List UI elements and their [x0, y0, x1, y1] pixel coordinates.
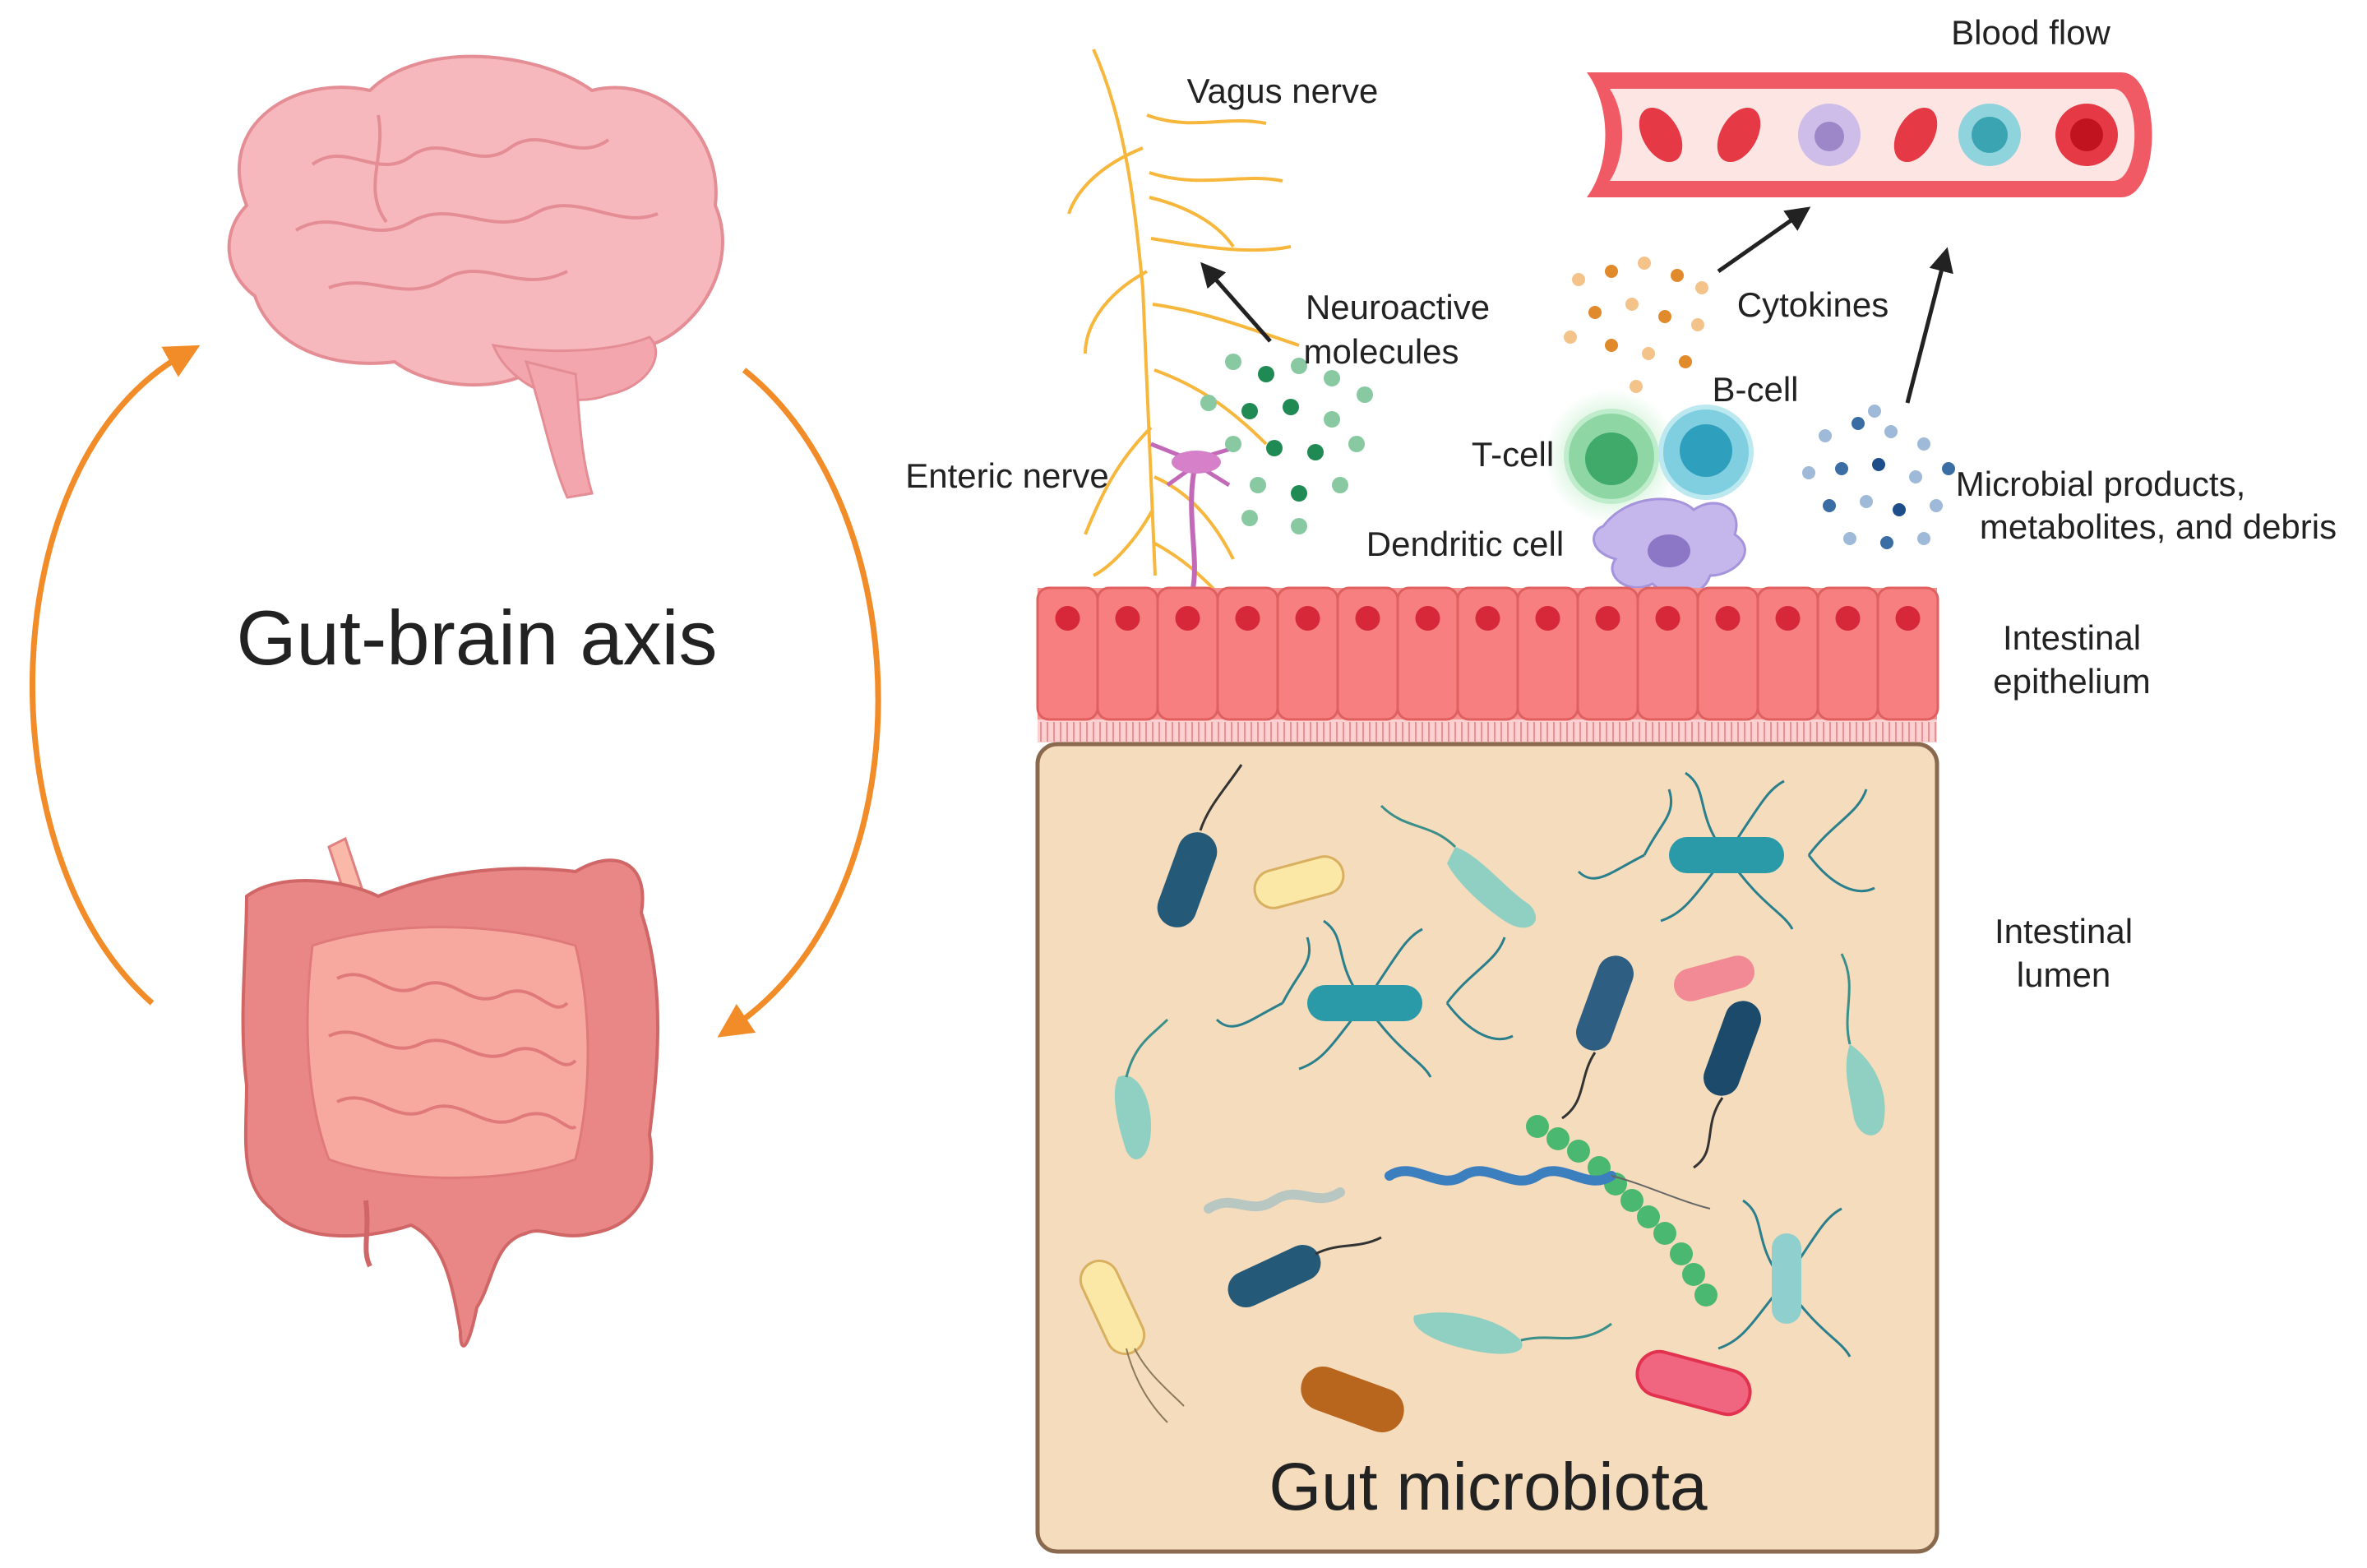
epithelial-cell-nucleus — [1775, 606, 1801, 631]
dendritic-cell-label: Dendritic cell — [1366, 525, 1564, 563]
enteric-nerve-label: Enteric nerve — [905, 456, 1108, 495]
epithelial-cell-nucleus — [1415, 606, 1440, 631]
epithelium-label-line1: Intestinal — [2003, 618, 2141, 657]
epithelial-cell-nucleus — [1115, 606, 1140, 631]
vagus-nerve-icon — [1067, 49, 1300, 594]
epithelial-cell-nucleus — [1475, 606, 1500, 631]
microbial-products-dots — [1802, 405, 1955, 549]
epithelial-cell-nucleus — [1055, 606, 1080, 631]
lumen-label-line2: lumen — [2017, 955, 2110, 994]
b-cell-icon — [1658, 405, 1754, 500]
microbial-products-arrow — [1905, 247, 1953, 404]
neuroactive-label-line1: Neuroactive — [1306, 288, 1490, 326]
enteric-neuron-icon — [1150, 442, 1234, 593]
epithelial-cell-nucleus — [1715, 606, 1741, 631]
gut-microbiota-label: Gut microbiota — [1269, 1450, 1708, 1524]
intestinal-lumen-box — [1035, 742, 1939, 1554]
vagus-nerve-label: Vagus nerve — [1187, 72, 1379, 110]
intestinal-epithelium — [1036, 586, 1939, 742]
t-cell-icon — [1564, 409, 1659, 504]
dendritic-cell-icon — [1593, 497, 1746, 597]
epithelial-cell-nucleus — [1655, 606, 1680, 631]
epithelial-cell-nucleus — [1895, 606, 1921, 631]
epithelial-cell-nucleus — [1235, 606, 1260, 631]
bacteria-icon — [1079, 764, 1885, 1432]
intestine-icon — [241, 836, 659, 1348]
neuroactive-molecules-dots — [1200, 354, 1373, 534]
epithelial-cell-nucleus — [1175, 606, 1200, 631]
blood-vessel-icon — [1587, 72, 2152, 197]
epithelial-cell-nucleus — [1835, 606, 1861, 631]
t-cell-label: T-cell — [1472, 435, 1554, 474]
epithelial-cell-nucleus — [1355, 606, 1380, 631]
epithelial-cell-nucleus — [1535, 606, 1560, 631]
microbial-products-label-line1: Microbial products, — [1956, 465, 2245, 503]
cycle-arrow-right — [717, 368, 881, 1038]
microbial-products-label-line2: metabolites, and debris — [1980, 507, 2337, 546]
cytokines-arrow — [1717, 206, 1811, 274]
gut-brain-axis-label: Gut-brain axis — [236, 594, 717, 681]
epithelium-label-line2: epithelium — [1993, 662, 2150, 701]
cycle-arrow-left — [29, 345, 201, 1006]
epithelial-cell-nucleus — [1295, 606, 1320, 631]
blood-flow-label: Blood flow — [1951, 13, 2110, 52]
neuroactive-label-line2: molecules — [1303, 332, 1459, 371]
lumen-label-line1: Intestinal — [1995, 912, 2133, 951]
epithelial-cell — [1876, 586, 1939, 721]
neuroactive-arrow — [1200, 261, 1272, 343]
b-cell-label: B-cell — [1712, 370, 1798, 409]
epithelial-cell-nucleus — [1595, 606, 1620, 631]
cytokines-dots — [1564, 257, 1708, 393]
brain-icon — [227, 54, 724, 499]
cytokines-label: Cytokines — [1737, 285, 1889, 324]
